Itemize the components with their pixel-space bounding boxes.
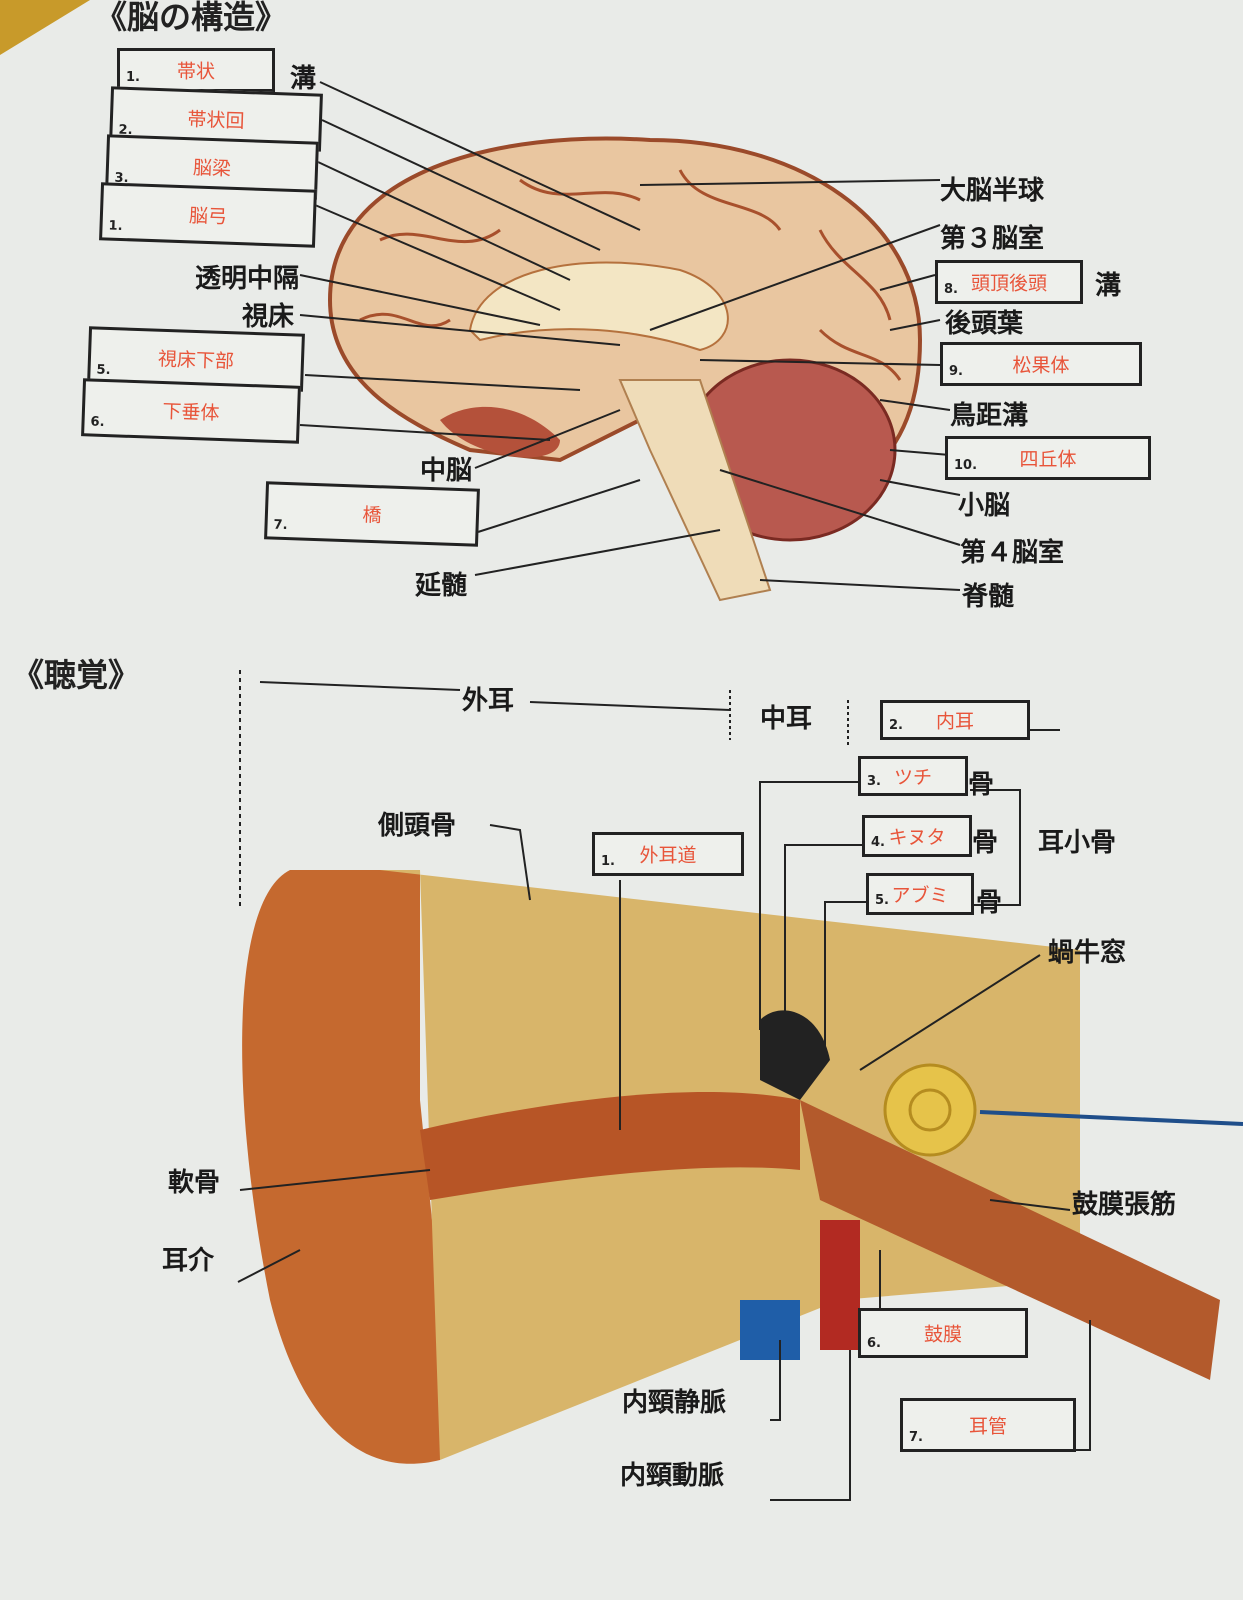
- label-calcarine-sulcus: 鳥距溝: [950, 401, 1029, 431]
- answer-text: 鼓膜: [923, 1323, 962, 1346]
- label-internal-carotid-artery: 内頸動脈: [620, 1461, 725, 1491]
- ear-section-title: 《聴覚》: [12, 656, 141, 694]
- label-midbrain: 中脳: [420, 456, 473, 486]
- label-ossicles: 耳小骨: [1038, 828, 1117, 858]
- box-number: 1.: [601, 854, 615, 869]
- label-spinal-cord: 脊髄: [962, 582, 1015, 612]
- brain-answer-box-9[interactable]: 9. 松果体: [940, 342, 1142, 386]
- box-number: 2.: [889, 718, 903, 733]
- box-number: 4.: [871, 835, 885, 850]
- label-sulcus: 溝: [290, 64, 317, 94]
- answer-text: 頭頂後頭: [970, 272, 1047, 295]
- answer-text: 脳弓: [188, 204, 228, 229]
- ear-illustration: [242, 870, 1243, 1464]
- ear-answer-box-2[interactable]: 2. 内耳: [880, 700, 1030, 740]
- answer-text: 帯状回: [187, 108, 245, 133]
- box-number: 8.: [944, 282, 958, 297]
- answer-text: 内耳: [935, 710, 974, 733]
- answer-text: 耳管: [968, 1415, 1007, 1438]
- label-auricle: 耳介: [162, 1246, 215, 1276]
- answer-text: 下垂体: [162, 400, 220, 425]
- box-number: 9.: [949, 364, 963, 379]
- label-internal-jugular-vein: 内頸静脈: [622, 1388, 727, 1418]
- answer-text: 四丘体: [1019, 448, 1077, 471]
- label-thalamus: 視床: [242, 302, 295, 332]
- label-outer-ear: 外耳: [462, 686, 515, 716]
- brain-answer-box-10[interactable]: 10. 四丘体: [945, 436, 1151, 480]
- brain-leader-lines: [299, 81, 961, 591]
- ear-answer-box-5[interactable]: 5.アブミ: [866, 873, 974, 915]
- desk-corner: [0, 0, 90, 55]
- box-number: 10.: [954, 458, 978, 473]
- brain-answer-box-8[interactable]: 8. 頭頂後頭: [935, 260, 1083, 304]
- label-fourth-ventricle: 第４脳室: [960, 538, 1065, 568]
- answer-text: 橋: [362, 504, 382, 527]
- label-tensor-tympani: 鼓膜張筋: [1072, 1190, 1177, 1220]
- ear-answer-box-4[interactable]: 4.キヌタ: [862, 815, 972, 857]
- ear-answer-box-1[interactable]: 1. 外耳道: [592, 832, 744, 876]
- brain-answer-box-1[interactable]: 1. 帯状: [117, 48, 275, 92]
- label-round-window: 蝸牛窓: [1048, 938, 1127, 968]
- answer-text: ツチ: [893, 766, 932, 789]
- brain-section-title: 《脳の構造》: [95, 0, 288, 36]
- label-cerebral-hemisphere: 大脳半球: [940, 176, 1045, 206]
- box-number: 5.: [875, 893, 889, 908]
- answer-text: 外耳道: [639, 844, 697, 867]
- brain-answer-box-4[interactable]: 1.脳弓: [99, 182, 317, 248]
- label-occipital-lobe: 後頭葉: [945, 309, 1024, 339]
- answer-text: 脳梁: [192, 156, 232, 181]
- label-cerebellum: 小脳: [958, 491, 1011, 521]
- label-septum-pellucidum: 透明中隔: [195, 264, 300, 294]
- box-number: 3.: [867, 774, 881, 789]
- answer-text: キヌタ: [888, 826, 946, 849]
- label-medulla: 延髄: [415, 571, 468, 601]
- brain-illustration: [327, 136, 923, 602]
- label-third-ventricle: 第３脳室: [940, 224, 1045, 254]
- ear-answer-box-3[interactable]: 3. ツチ: [858, 756, 968, 796]
- answer-text: 帯状: [176, 60, 215, 83]
- box-number: 6.: [867, 1336, 881, 1351]
- answer-text: 松果体: [1012, 354, 1070, 377]
- brain-answer-box-7[interactable]: 7.橋: [264, 481, 480, 547]
- label-middle-ear: 中耳: [760, 704, 813, 734]
- label-bone-2: 骨: [972, 828, 999, 858]
- ear-answer-box-7[interactable]: 7. 耳管: [900, 1398, 1076, 1452]
- answer-text: アブミ: [891, 884, 949, 907]
- brain-answer-box-6[interactable]: 6.下垂体: [81, 378, 301, 444]
- ear-leader-lines: [237, 670, 1091, 1501]
- ear-answer-box-6[interactable]: 6. 鼓膜: [858, 1308, 1028, 1358]
- label-sulcus-2: 溝: [1095, 271, 1122, 301]
- label-cartilage: 軟骨: [168, 1168, 221, 1198]
- box-number: 1.: [126, 70, 140, 85]
- box-number: 7.: [909, 1430, 923, 1445]
- answer-text: 視床下部: [157, 348, 235, 373]
- label-bone-3: 骨: [976, 888, 1003, 918]
- label-temporal-bone: 側頭骨: [378, 811, 457, 841]
- label-bone-1: 骨: [968, 770, 995, 800]
